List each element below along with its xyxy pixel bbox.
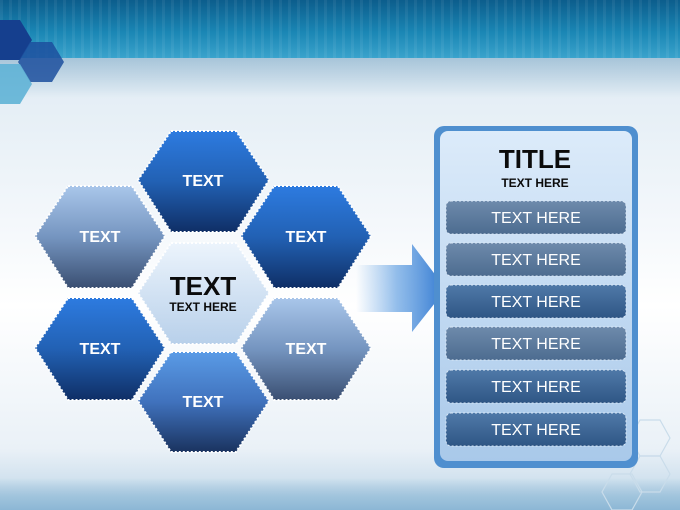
panel-item-label: TEXT HERE (491, 252, 581, 269)
hex-upper-right-label: TEXT (286, 229, 327, 246)
panel-item-label: TEXT HERE (491, 422, 581, 439)
center-title: TEXT (170, 271, 237, 301)
hex-lower-left-label: TEXT (80, 341, 121, 358)
hex-bottom-label: TEXT (183, 394, 224, 411)
center-subtitle: TEXT HERE (169, 300, 236, 314)
panel-subtitle: TEXT HERE (501, 176, 568, 190)
right-arrow-icon (356, 244, 446, 332)
hex-bottom: TEXT (136, 351, 271, 453)
hex-top-label: TEXT (183, 173, 224, 190)
panel-item: TEXT HERE (445, 200, 627, 235)
hex-upper-left: TEXT (33, 185, 167, 289)
panel-item-label: TEXT HERE (491, 294, 581, 311)
hex-center: TEXT TEXT HERE (136, 242, 271, 345)
hex-lower-right: TEXT (239, 297, 373, 401)
corner-hex-decoration (0, 20, 64, 104)
panel-item: TEXT HERE (445, 284, 627, 319)
bottom-banner (0, 478, 680, 510)
panel-item: TEXT HERE (445, 326, 627, 361)
hex-lower-right-label: TEXT (286, 341, 327, 358)
banner-shadow (0, 58, 680, 98)
hex-top: TEXT (136, 130, 271, 233)
top-banner (0, 0, 680, 58)
panel-item-label: TEXT HERE (491, 379, 581, 396)
panel-item: TEXT HERE (445, 242, 627, 277)
hex-lower-left: TEXT (33, 297, 167, 401)
panel-item: TEXT HERE (445, 412, 627, 447)
hex-upper-left-label: TEXT (80, 229, 121, 246)
panel-item-label: TEXT HERE (491, 336, 581, 353)
title-panel: TITLE TEXT HERE TEXT HERE TEXT HERE TEXT… (434, 126, 638, 468)
panel-item-label: TEXT HERE (491, 210, 581, 227)
panel-item: TEXT HERE (445, 369, 627, 404)
panel-title: TITLE (499, 144, 571, 174)
hex-upper-right: TEXT (239, 185, 373, 289)
